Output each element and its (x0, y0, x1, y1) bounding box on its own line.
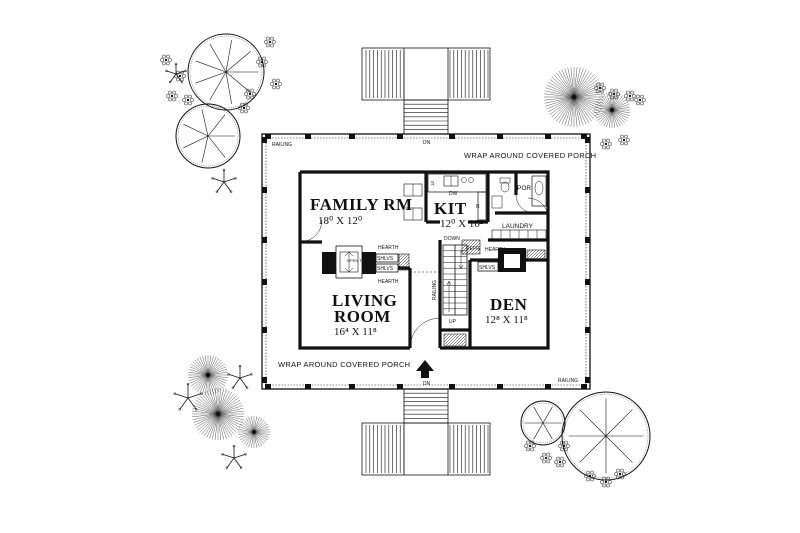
hearth-label-1: HEARTH (378, 245, 399, 251)
entry-arrow (416, 360, 434, 378)
wrap-around-porch (261, 133, 591, 390)
fireplace-double (322, 245, 410, 279)
family-room-name: FAMILY RM (310, 195, 413, 214)
dw-label: DW (449, 191, 458, 197)
living-room-name-line1: LIVING (332, 291, 397, 310)
shlvs-label-1: SHLVS (377, 256, 394, 262)
family-room-size: 18⁰ X 12⁰ (318, 215, 363, 227)
stair-down-label: DOWN (444, 236, 460, 242)
house-walls (298, 170, 550, 350)
landscape-trees (160, 33, 651, 488)
living-room-size: 16⁴ X 11⁸ (334, 326, 377, 338)
doors (299, 194, 549, 349)
front-steps (361, 388, 491, 476)
hearth-label-3: HEARTH (485, 247, 506, 253)
shlvs-label-2: SHLVS (377, 266, 394, 272)
living-room-name-line2: ROOM (334, 307, 391, 326)
porch-label-top: WRAP AROUND COVERED PORCH (464, 151, 596, 160)
stair-railing-label: RAILING (432, 280, 438, 300)
kitchen-size: 12⁰ X 10² (440, 218, 484, 230)
refg-label: REFG (466, 246, 480, 252)
laundry-label: LAUNDRY (502, 223, 534, 230)
stair (410, 244, 468, 347)
shlvs-label-3: SHLVS (479, 265, 496, 271)
back-steps (361, 47, 491, 135)
hearth-label-2: HEARTH (378, 279, 399, 285)
sink-label: S (431, 181, 435, 187)
porch-label-bottom: WRAP AROUND COVERED PORCH (278, 360, 410, 369)
kitchen-fixtures (403, 173, 547, 255)
railing-label-right: RAILING (558, 378, 578, 384)
dn-label-bottom: DN (423, 381, 431, 387)
por-label: POR (517, 185, 531, 192)
railing-label-left: RAILING (272, 142, 292, 148)
kitchen-name: KIT (434, 199, 467, 218)
den-size: 12⁸ X 11⁸ (485, 314, 528, 326)
dn-label-top: DN (423, 140, 431, 146)
range-label: R (476, 204, 480, 210)
open-thru-label: OPEN THRU (347, 258, 371, 263)
stair-up-label: UP (449, 319, 457, 325)
fireplace-den (477, 248, 546, 272)
den-name: DEN (490, 295, 528, 314)
